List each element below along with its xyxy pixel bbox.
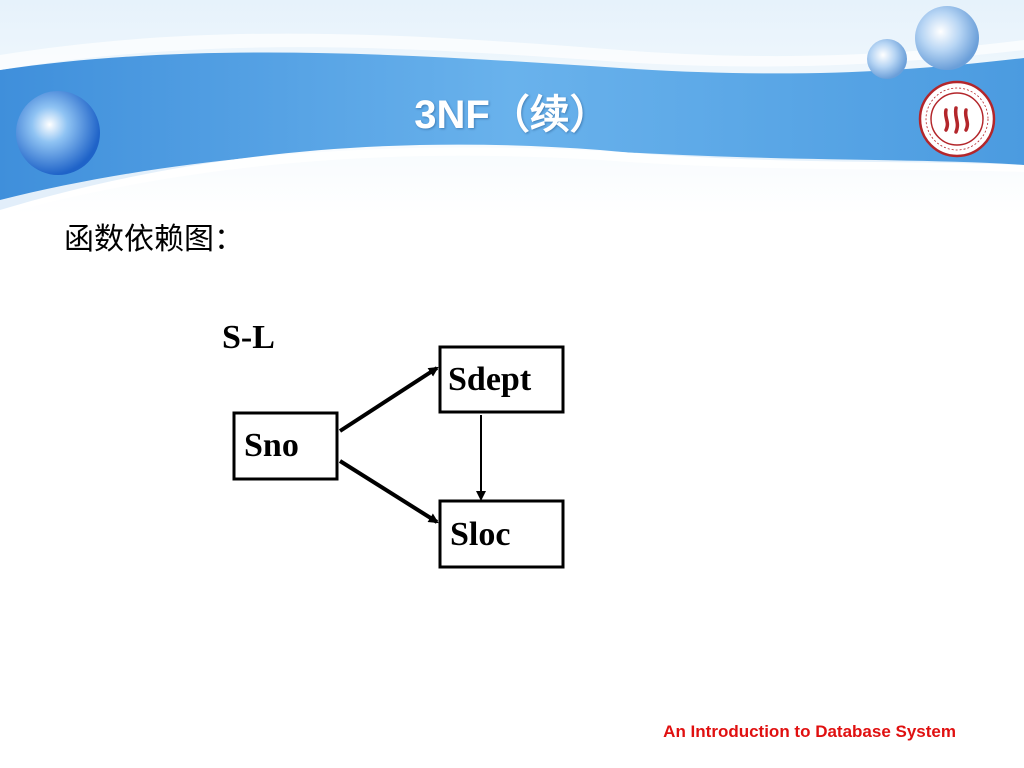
- university-seal-logo: [918, 80, 996, 158]
- dependency-diagram: S-L Sno Sdept Sloc: [222, 319, 565, 569]
- edge-sno-sdept: [338, 366, 439, 433]
- node-sdept-label: Sdept: [448, 361, 532, 398]
- node-sno-label: Sno: [244, 427, 299, 464]
- edge-sno-sloc: [338, 459, 439, 524]
- node-sno: Sno: [232, 411, 339, 481]
- header-banner: [0, 0, 1024, 215]
- functional-dependency-label: 函数依赖图：: [64, 222, 244, 257]
- footer-course-title: An Introduction to Database System: [663, 722, 956, 741]
- node-sloc: Sloc: [438, 499, 565, 569]
- node-sdept: Sdept: [438, 345, 565, 414]
- node-sloc-label: Sloc: [450, 516, 510, 553]
- slide-title: 3NF（续）: [414, 93, 610, 137]
- diagram-title: S-L: [222, 319, 275, 356]
